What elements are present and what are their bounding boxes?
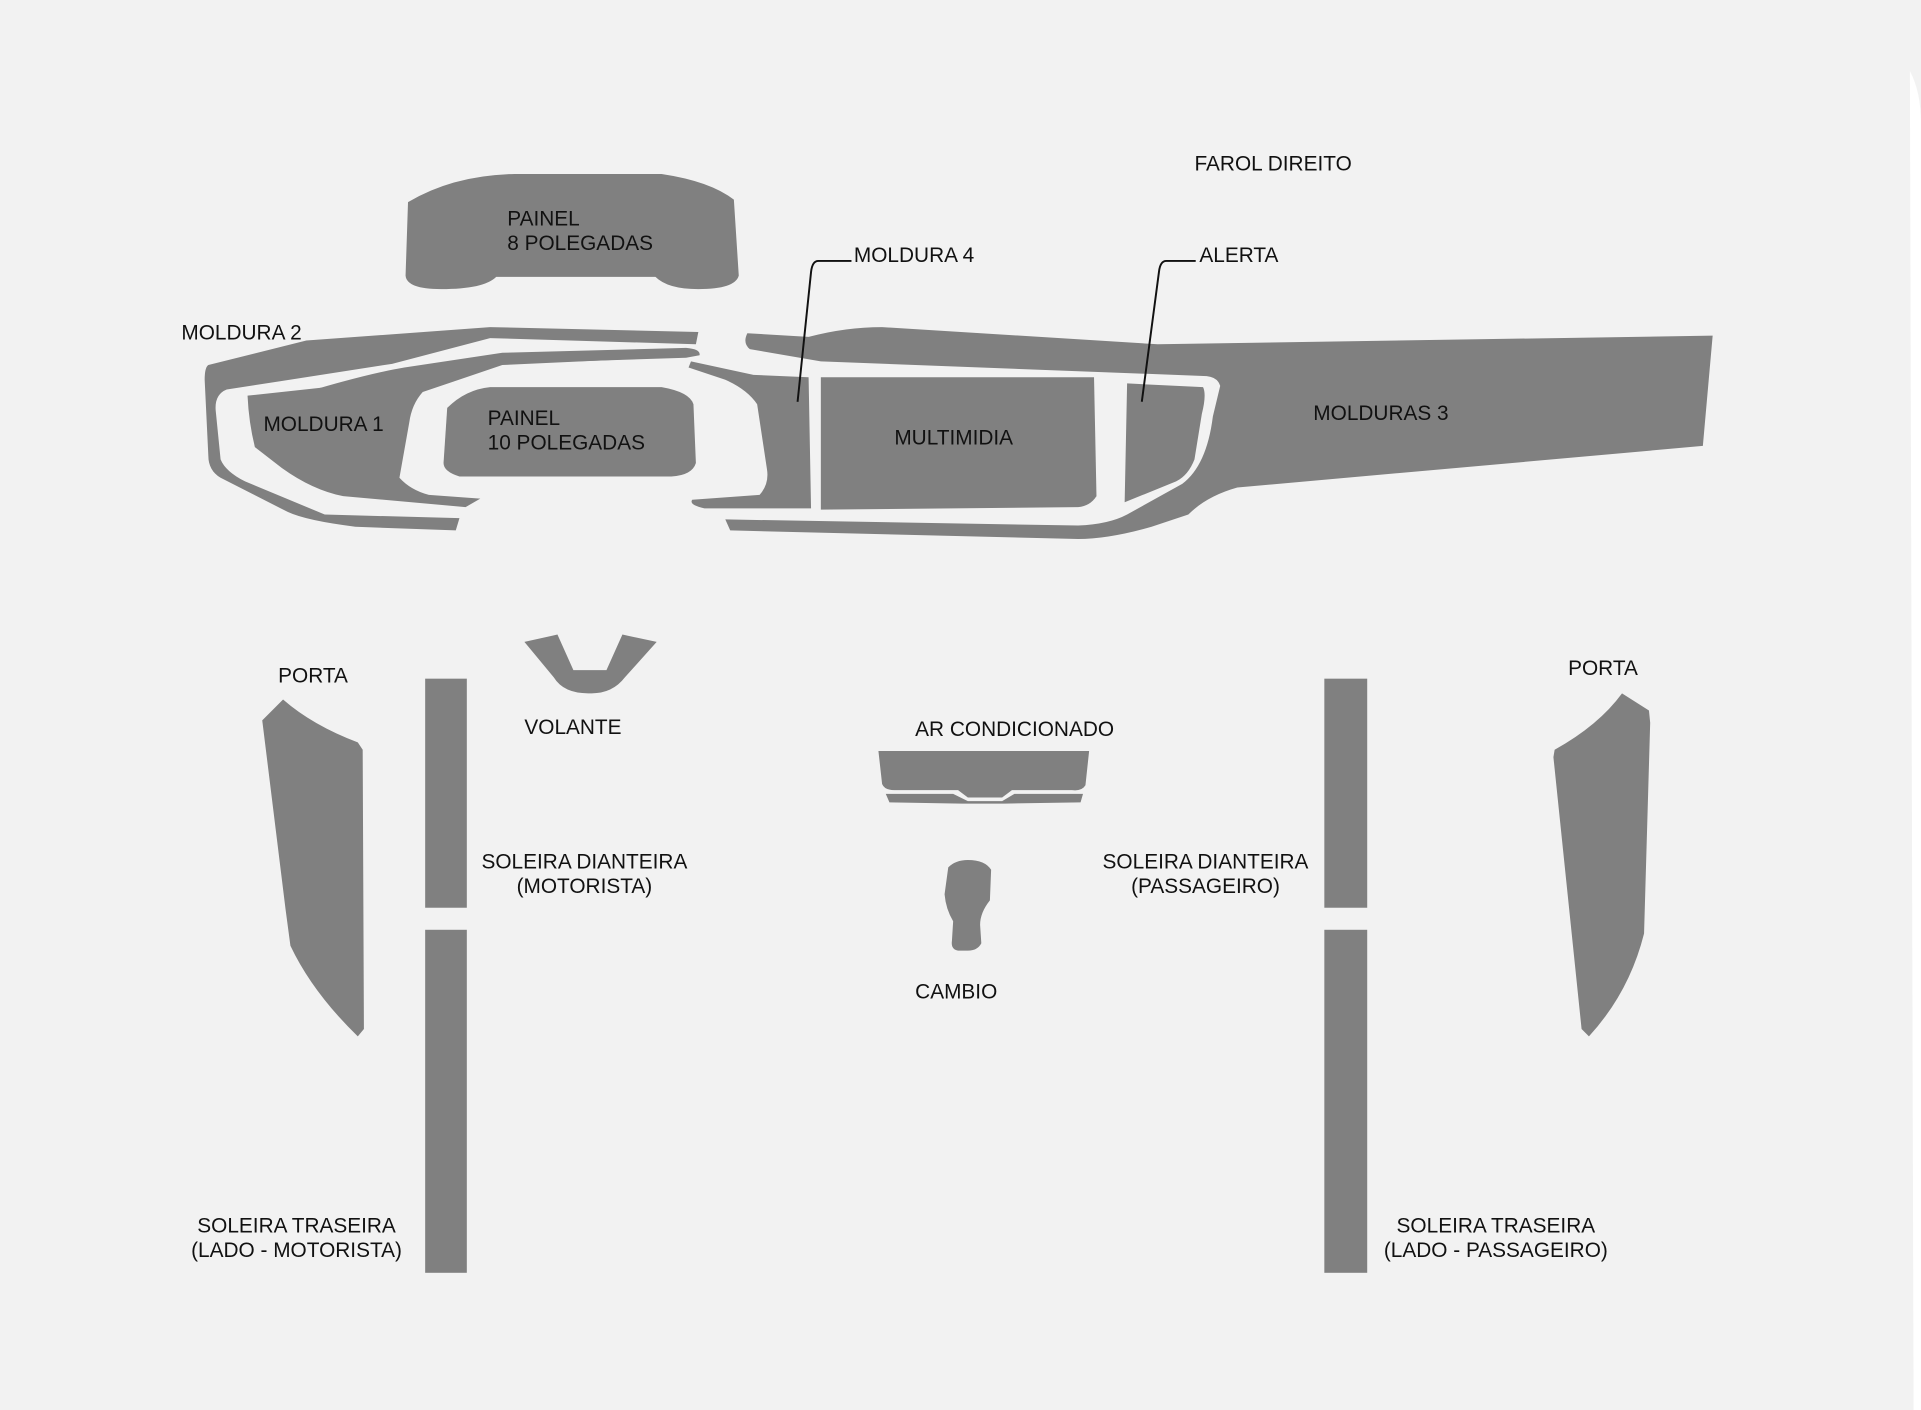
label-soleira-dianteira-passageiro-2: (PASSAGEIRO) bbox=[1131, 875, 1280, 898]
part-cambio[interactable] bbox=[944, 859, 992, 951]
label-soleira-traseira-passageiro-1: SOLEIRA TRASEIRA bbox=[1397, 1214, 1596, 1237]
part-soleira-dianteira-passageiro[interactable] bbox=[1324, 678, 1368, 908]
part-painel-10[interactable] bbox=[443, 387, 696, 477]
part-painel-8[interactable] bbox=[405, 173, 739, 290]
label-moldura-1: MOLDURA 1 bbox=[263, 413, 383, 436]
part-soleira-traseira-motorista[interactable] bbox=[425, 929, 467, 1273]
leader-line-alerta bbox=[1140, 259, 1196, 402]
part-multimidia[interactable] bbox=[820, 377, 1097, 510]
label-moldura-4: MOLDURA 4 bbox=[854, 244, 974, 267]
label-soleira-traseira-passageiro-2: (LADO - PASSAGEIRO) bbox=[1384, 1239, 1608, 1262]
label-painel-8-line2: 8 POLEGADAS bbox=[507, 232, 653, 255]
part-porta-direita[interactable] bbox=[1553, 693, 1651, 1037]
label-painel-8-line1: PAINEL bbox=[507, 207, 579, 230]
part-volante[interactable] bbox=[524, 634, 657, 694]
label-porta-esquerda: PORTA bbox=[278, 664, 348, 687]
label-soleira-traseira-motorista-2: (LADO - MOTORISTA) bbox=[191, 1239, 402, 1262]
leader-line-moldura-4 bbox=[796, 259, 852, 402]
right-edge-strip bbox=[1909, 71, 1921, 1410]
label-soleira-traseira-motorista-1: SOLEIRA TRASEIRA bbox=[197, 1214, 396, 1237]
part-ar-condicionado[interactable] bbox=[878, 750, 1090, 798]
label-ar-condicionado: AR CONDICIONADO bbox=[915, 718, 1114, 741]
label-alerta: ALERTA bbox=[1199, 244, 1278, 267]
label-soleira-dianteira-motorista-1: SOLEIRA DIANTEIRA bbox=[481, 851, 687, 874]
label-multimidia: MULTIMIDIA bbox=[894, 427, 1013, 450]
part-soleira-traseira-passageiro[interactable] bbox=[1324, 929, 1368, 1273]
label-painel-10-line1: PAINEL bbox=[488, 407, 561, 430]
label-molduras-3: MOLDURAS 3 bbox=[1313, 402, 1448, 425]
label-soleira-dianteira-motorista-2: (MOTORISTA) bbox=[517, 875, 653, 898]
label-porta-direita: PORTA bbox=[1568, 657, 1638, 680]
part-moldura-4[interactable] bbox=[688, 361, 812, 509]
label-farol-direito: FAROL DIREITO bbox=[1194, 152, 1351, 175]
part-soleira-dianteira-motorista[interactable] bbox=[425, 678, 467, 908]
part-alerta[interactable] bbox=[1124, 383, 1205, 503]
label-soleira-dianteira-passageiro-1: SOLEIRA DIANTEIRA bbox=[1103, 851, 1309, 874]
label-moldura-2: MOLDURA 2 bbox=[181, 321, 301, 344]
label-painel-10-line2: 10 POLEGADAS bbox=[488, 432, 645, 455]
part-porta-esquerda[interactable] bbox=[262, 699, 364, 1037]
part-molduras-3[interactable] bbox=[725, 327, 1713, 540]
part-moldura-1[interactable] bbox=[247, 356, 687, 508]
label-cambio: CAMBIO bbox=[915, 980, 997, 1003]
label-volante: VOLANTE bbox=[524, 716, 621, 739]
part-ar-condicionado-strip[interactable] bbox=[885, 793, 1084, 804]
